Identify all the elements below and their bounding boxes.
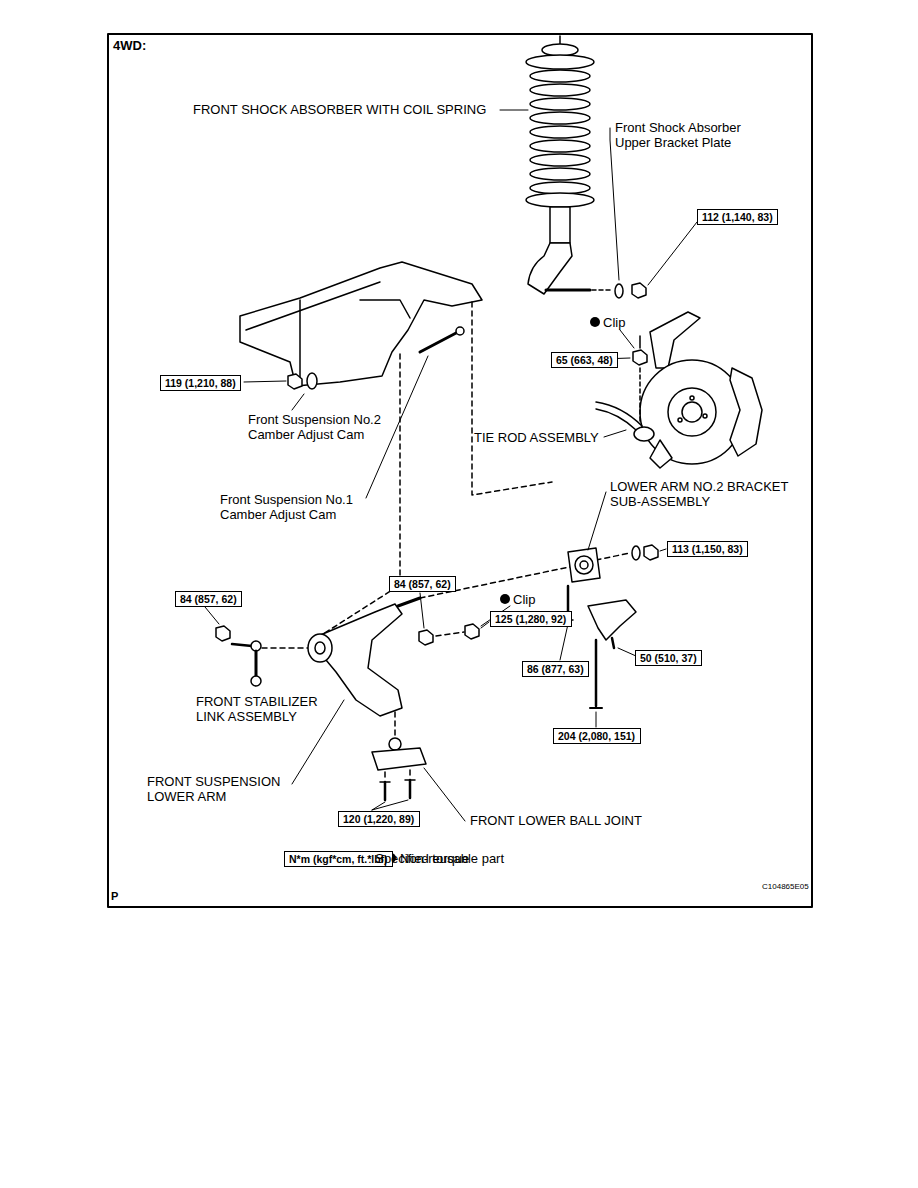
torque-value: 125 (1,280, 92)	[495, 613, 566, 625]
torque-box: 84 (857, 62)	[175, 591, 242, 607]
torque-box: 65 (663, 48)	[551, 352, 618, 368]
crossmember	[240, 262, 482, 389]
torque-value: 65 (663, 48)	[556, 354, 613, 366]
torque-value: 84 (857, 62)	[180, 593, 237, 605]
torque-box: 125 (1,280, 92)	[490, 611, 572, 627]
legend-item: Non-reusable part	[400, 851, 504, 866]
part-name: FRONT SUSPENSION LOWER ARM	[147, 774, 297, 804]
part-name: TIE ROD ASSEMBLY	[474, 430, 599, 445]
non-reusable-mark	[590, 317, 600, 327]
torque-box: 84 (857, 62)	[389, 576, 456, 592]
steering-knuckle	[640, 312, 762, 468]
stabilizer-link	[216, 626, 261, 686]
torque-value: 204 (2,080, 151)	[558, 730, 635, 742]
ball-joint	[372, 738, 426, 800]
frame	[108, 34, 812, 907]
clip-label: Clip	[513, 592, 535, 607]
part-name: FRONT STABILIZER LINK ASSEMBLY	[196, 694, 336, 724]
non-reusable-mark	[500, 594, 510, 604]
torque-box: 120 (1,220, 89)	[338, 811, 420, 827]
torque-box: 204 (2,080, 151)	[553, 728, 641, 744]
part-name: Front Suspension No.1 Camber Adjust Cam	[220, 492, 370, 522]
part-name: FRONT SHOCK ABSORBER WITH COIL SPRING	[193, 102, 486, 117]
part-name: Front Suspension No.2 Camber Adjust Cam	[248, 412, 398, 442]
clip-label: Clip	[603, 315, 625, 330]
torque-box: 112 (1,140, 83)	[697, 209, 778, 225]
figure-code: C104865E05	[762, 882, 809, 892]
arm-bracket	[563, 545, 658, 708]
diagram-title: 4WD:	[113, 38, 146, 53]
torque-box: 113 (1,150, 83)	[667, 541, 748, 557]
torque-box: 86 (877, 63)	[522, 661, 589, 677]
part-name: LOWER ARM NO.2 BRACKET SUB-ASSEMBLY	[610, 479, 815, 509]
torque-value: 50 (510, 37)	[640, 652, 697, 664]
part-name: P	[111, 890, 118, 903]
torque-value: 113 (1,150, 83)	[672, 543, 743, 555]
shock-absorber	[526, 36, 646, 298]
torque-value: 119 (1,210, 88)	[165, 377, 236, 389]
torque-box: 119 (1,210, 88)	[160, 375, 241, 391]
torque-value: 84 (857, 62)	[394, 578, 451, 590]
torque-box: 50 (510, 37)	[635, 650, 702, 666]
lower-arm	[308, 598, 479, 716]
torque-value: 120 (1,220, 89)	[343, 813, 414, 825]
part-name: Front Shock Absorber Upper Bracket Plate	[615, 120, 765, 150]
part-name: FRONT LOWER BALL JOINT	[470, 813, 642, 828]
torque-value: 86 (877, 63)	[527, 663, 584, 675]
torque-value: 112 (1,140, 83)	[702, 211, 773, 223]
legend-text: Non-reusable part	[400, 851, 504, 866]
